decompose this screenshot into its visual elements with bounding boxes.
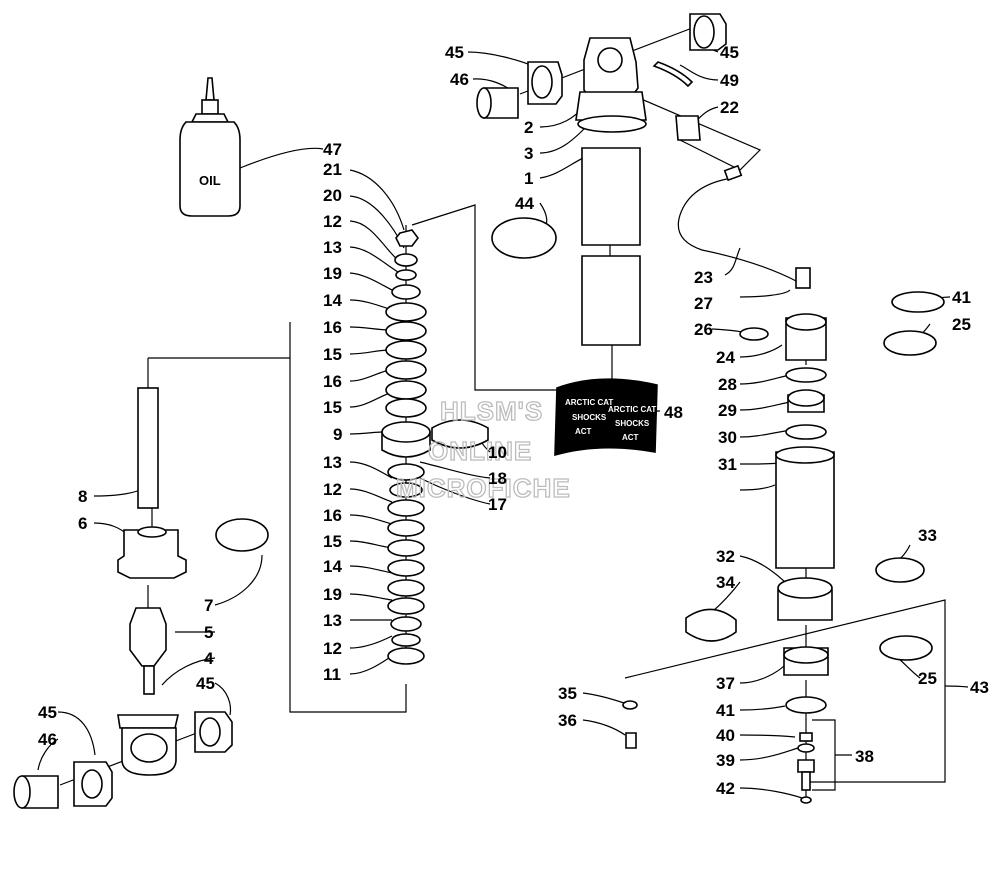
decal-text-1: ARCTIC CAT (565, 398, 613, 407)
oil-label: OIL (199, 173, 221, 188)
callout-36: 36 (558, 711, 577, 730)
callout-46-top: 46 (450, 70, 469, 89)
callout-12b: 12 (323, 480, 342, 499)
callout-47: 47 (323, 140, 342, 159)
callout-13b: 13 (323, 453, 342, 472)
callout-35: 35 (558, 684, 577, 703)
decal-text-4: SHOCKS (615, 419, 650, 428)
callout-9: 9 (333, 425, 342, 444)
callout-41: 41 (952, 288, 971, 307)
callout-8: 8 (78, 487, 87, 506)
reservoir-assembly (622, 164, 945, 804)
callout-15b: 15 (323, 398, 342, 417)
shaft-assembly (13, 387, 269, 809)
callout-34: 34 (716, 573, 735, 592)
shim-stack (381, 229, 489, 665)
callout-5: 5 (204, 623, 213, 642)
callout-32: 32 (716, 547, 735, 566)
callout-41b: 41 (716, 701, 735, 720)
callout-15: 15 (323, 345, 342, 364)
callout-15c: 15 (323, 532, 342, 551)
callout-43: 43 (970, 678, 989, 697)
callout-19: 19 (323, 264, 342, 283)
callout-48: 48 (664, 403, 683, 422)
callout-17: 17 (488, 495, 507, 514)
callout-30: 30 (718, 428, 737, 447)
decal-text-6: ACT (622, 433, 639, 442)
watermark-line-3: MICROFICHE (396, 473, 571, 503)
decal (554, 378, 658, 457)
callout-33: 33 (918, 526, 937, 545)
callout-27: 27 (694, 294, 713, 313)
callouts-left-column: 47 21 20 12 13 19 14 16 15 16 15 9 13 12… (323, 140, 342, 684)
callout-45-top-left: 45 (445, 43, 464, 62)
decal-text-5: ACT (575, 427, 592, 436)
callout-13c: 13 (323, 611, 342, 630)
callout-37: 37 (716, 674, 735, 693)
callout-12c: 12 (323, 639, 342, 658)
callout-20: 20 (323, 186, 342, 205)
callout-42: 42 (716, 779, 735, 798)
callout-26: 26 (694, 320, 713, 339)
callout-7: 7 (204, 596, 213, 615)
callout-12: 12 (323, 212, 342, 231)
callout-18: 18 (488, 469, 507, 488)
decal-text-3: SHOCKS (572, 413, 607, 422)
callout-16: 16 (323, 318, 342, 337)
callout-11: 11 (323, 665, 341, 684)
callout-49: 49 (720, 71, 739, 90)
callout-44: 44 (515, 194, 534, 213)
callout-28: 28 (718, 375, 737, 394)
callout-2: 2 (524, 118, 533, 137)
callout-21: 21 (323, 160, 342, 179)
callout-38: 38 (855, 747, 874, 766)
callout-25b: 25 (918, 669, 937, 688)
watermark-line-1: HLSM'S (440, 396, 543, 426)
callout-4: 4 (204, 649, 214, 668)
callout-25: 25 (952, 315, 971, 334)
callout-31: 31 (718, 455, 737, 474)
callout-40: 40 (716, 726, 735, 745)
callout-10: 10 (488, 443, 507, 462)
callout-6: 6 (78, 514, 87, 533)
callout-22: 22 (720, 98, 739, 117)
callout-29: 29 (718, 401, 737, 420)
callout-13: 13 (323, 238, 342, 257)
callout-19b: 19 (323, 585, 342, 604)
callout-39: 39 (716, 751, 735, 770)
callout-16c: 16 (323, 506, 342, 525)
callout-14: 14 (323, 291, 342, 310)
callout-14b: 14 (323, 557, 342, 576)
callout-16b: 16 (323, 372, 342, 391)
watermark-line-2: ONLINE (428, 436, 532, 466)
callout-46-bottom: 46 (38, 730, 57, 749)
callout-24: 24 (716, 348, 735, 367)
callout-23: 23 (694, 268, 713, 287)
watermark: HLSM'S ONLINE MICROFICHE (395, 395, 571, 503)
callout-45-top-right: 45 (720, 43, 739, 62)
callouts-right: 45 49 22 10 18 17 41 25 28 29 30 31 33 2… (488, 43, 989, 697)
decal-text-2: ARCTIC CAT (608, 405, 656, 414)
callout-45-bottom-right: 45 (196, 674, 215, 693)
callout-3: 3 (524, 144, 533, 163)
shock-body: ARCTIC CAT ARCTIC CAT SHOCKS SHOCKS ACT … (476, 13, 727, 457)
callouts-misc: 45 46 2 3 1 44 23 27 26 24 48 32 34 37 4… (38, 43, 874, 798)
oil-bottle: OIL (179, 77, 241, 217)
callout-1: 1 (524, 169, 533, 188)
callout-45-bottom-left: 45 (38, 703, 57, 722)
